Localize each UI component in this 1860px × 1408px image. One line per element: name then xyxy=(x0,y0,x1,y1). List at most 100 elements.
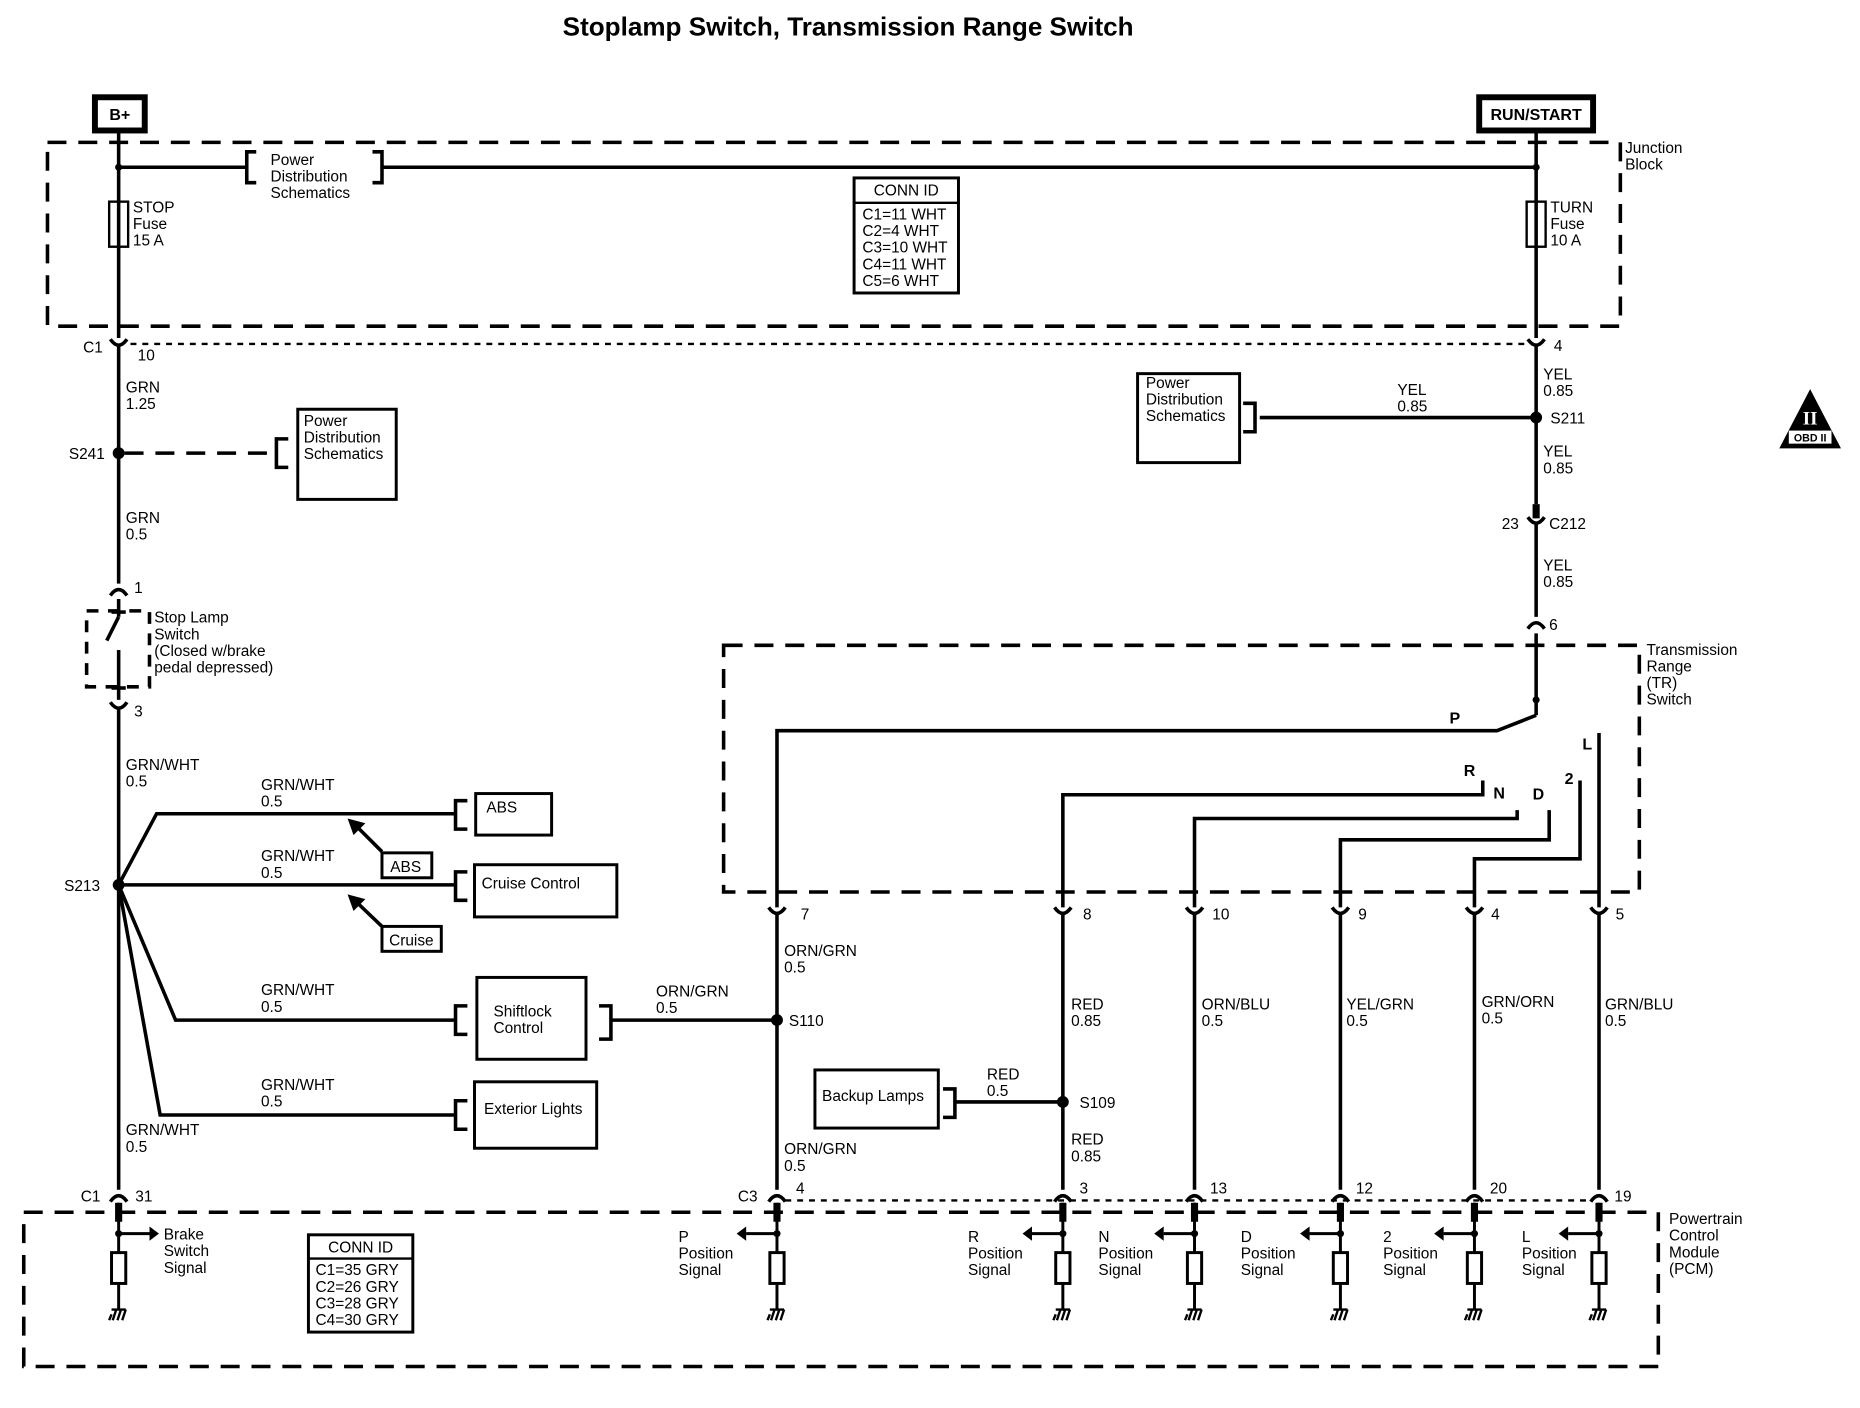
svg-text:Signal: Signal xyxy=(164,1260,207,1277)
exterior-lights-module[interactable]: Exterior Lights xyxy=(473,1080,599,1150)
svg-text:5: 5 xyxy=(1616,906,1625,923)
svg-text:0.5: 0.5 xyxy=(1202,1013,1223,1030)
pcm-outline xyxy=(21,1210,1661,1369)
n-signal-arrow-icon xyxy=(1154,1226,1164,1241)
svg-text:S241: S241 xyxy=(69,446,105,463)
svg-text:C4=11 WHT: C4=11 WHT xyxy=(862,256,947,273)
svg-text:C212: C212 xyxy=(1549,516,1586,533)
svg-text:RED: RED xyxy=(1071,1132,1104,1149)
2-signal-arrow-icon xyxy=(1434,1226,1444,1241)
stop-fuse: STOP Fuse 15 A xyxy=(107,199,175,250)
svg-text:2: 2 xyxy=(1383,1229,1392,1246)
tr-contact-2 xyxy=(1472,780,1582,908)
svg-text:GRN/WHT: GRN/WHT xyxy=(261,1077,335,1094)
l-ground-icon xyxy=(1588,1308,1608,1321)
svg-text:L: L xyxy=(1582,737,1592,754)
d-signal-arrow-icon xyxy=(1300,1226,1310,1241)
svg-text:Shiftlock: Shiftlock xyxy=(493,1004,552,1021)
svg-text:C2=26 GRY: C2=26 GRY xyxy=(316,1279,399,1296)
pcm-connector-pins: C1 31 C3 4 3 13 12 20 19 xyxy=(81,1180,1632,1205)
abs-module[interactable]: ABS xyxy=(474,792,554,837)
cruise-control-module[interactable]: Cruise Control xyxy=(473,863,619,919)
svg-text:R: R xyxy=(968,1229,979,1246)
r-position-signal-label: R Position Signal xyxy=(968,1229,1023,1279)
svg-text:7: 7 xyxy=(801,906,810,923)
backup-lamps-module[interactable]: Backup Lamps xyxy=(813,1068,940,1130)
svg-text:3: 3 xyxy=(1079,1180,1088,1197)
svg-text:Power: Power xyxy=(304,413,348,430)
svg-text:0.85: 0.85 xyxy=(1543,383,1573,400)
l-resistor-icon xyxy=(1590,1251,1608,1285)
d-resistor-icon xyxy=(1331,1251,1350,1285)
splice-s109 xyxy=(1056,1096,1069,1108)
tr-contact-d xyxy=(1338,810,1551,908)
shiftlock-control-module[interactable]: Shiftlock Control xyxy=(475,975,588,1061)
svg-text:S110: S110 xyxy=(789,1013,824,1030)
svg-text:Signal: Signal xyxy=(1522,1262,1565,1279)
svg-text:Exterior Lights: Exterior Lights xyxy=(484,1101,583,1118)
pds-reference-right[interactable]: Power Distribution Schematics xyxy=(1136,372,1242,465)
l-signal-arrow-icon xyxy=(1558,1226,1569,1241)
svg-text:Stop Lamp: Stop Lamp xyxy=(154,610,229,627)
svg-text:C3=28 GRY: C3=28 GRY xyxy=(316,1295,399,1312)
svg-text:ORN/GRN: ORN/GRN xyxy=(656,983,729,1000)
r-signal-arrow-icon xyxy=(1022,1226,1033,1241)
pds-reference-left[interactable]: Power Distribution Schematics xyxy=(296,407,398,501)
2-position-signal-label: 2 Position Signal xyxy=(1383,1229,1438,1279)
pds-reference-junction[interactable]: Power Distribution Schematics xyxy=(244,150,384,202)
svg-text:19: 19 xyxy=(1614,1189,1631,1206)
svg-text:Power: Power xyxy=(270,152,314,169)
svg-text:Brake: Brake xyxy=(164,1227,204,1244)
svg-text:0.85: 0.85 xyxy=(1071,1148,1101,1165)
brake-ground-icon xyxy=(108,1308,127,1321)
svg-text:TURN: TURN xyxy=(1550,199,1593,216)
obd-ii-badge-icon: II OBD II xyxy=(1779,389,1841,449)
n-position-signal-label: N Position Signal xyxy=(1098,1229,1153,1279)
svg-text:10: 10 xyxy=(1212,906,1229,923)
svg-text:C4=30 GRY: C4=30 GRY xyxy=(316,1312,399,1329)
svg-text:0.5: 0.5 xyxy=(126,773,147,790)
svg-text:0.85: 0.85 xyxy=(1543,574,1573,591)
svg-text:(PCM): (PCM) xyxy=(1669,1261,1714,1278)
svg-text:4: 4 xyxy=(1554,338,1563,355)
svg-text:Distribution: Distribution xyxy=(1146,391,1223,408)
svg-text:R: R xyxy=(1464,763,1476,780)
svg-text:GRN/WHT: GRN/WHT xyxy=(261,848,335,865)
svg-text:D: D xyxy=(1241,1229,1252,1246)
svg-text:Switch: Switch xyxy=(164,1243,209,1260)
svg-text:8: 8 xyxy=(1083,906,1092,923)
svg-text:CONN ID: CONN ID xyxy=(874,183,939,200)
svg-text:0.5: 0.5 xyxy=(1346,1013,1367,1030)
svg-text:GRN/WHT: GRN/WHT xyxy=(261,982,335,999)
svg-text:0.85: 0.85 xyxy=(1071,1013,1101,1030)
abs-option-tag: ABS xyxy=(347,818,434,880)
r-resistor-icon xyxy=(1054,1251,1072,1285)
svg-text:Module: Module xyxy=(1669,1244,1720,1261)
tr-connector-pins: 7 8 10 9 4 5 xyxy=(767,906,1625,923)
svg-text:C3=10 WHT: C3=10 WHT xyxy=(862,240,948,257)
2-resistor-icon xyxy=(1465,1251,1484,1285)
svg-text:YEL: YEL xyxy=(1543,367,1573,384)
p-resistor-icon xyxy=(768,1251,786,1285)
svg-text:0.5: 0.5 xyxy=(126,1139,147,1156)
svg-text:Schematics: Schematics xyxy=(270,185,350,202)
svg-text:S213: S213 xyxy=(64,878,100,895)
svg-text:Schematics: Schematics xyxy=(1146,408,1226,425)
svg-text:0.5: 0.5 xyxy=(261,865,282,882)
svg-text:10 A: 10 A xyxy=(1550,233,1582,250)
svg-text:9: 9 xyxy=(1358,906,1367,923)
svg-text:GRN/WHT: GRN/WHT xyxy=(261,777,335,794)
splice-s241 xyxy=(112,447,125,460)
junction-conn-id-table: CONN ID C1=11 WHT C2=4 WHT C3=10 WHT C4=… xyxy=(852,176,960,295)
brake-resistor-icon xyxy=(110,1251,128,1285)
b-plus-source: B+ xyxy=(91,94,148,134)
svg-text:GRN/WHT: GRN/WHT xyxy=(126,1122,200,1139)
svg-text:N: N xyxy=(1493,785,1505,802)
diagram-title: Stoplamp Switch, Transmission Range Swit… xyxy=(563,12,1134,42)
n-ground-icon xyxy=(1183,1308,1203,1321)
svg-text:Distribution: Distribution xyxy=(270,168,347,185)
l-position-signal-label: L Position Signal xyxy=(1522,1229,1577,1279)
svg-text:Transmission: Transmission xyxy=(1646,642,1737,659)
svg-text:P: P xyxy=(679,1229,689,1246)
2-ground-icon xyxy=(1463,1308,1483,1321)
